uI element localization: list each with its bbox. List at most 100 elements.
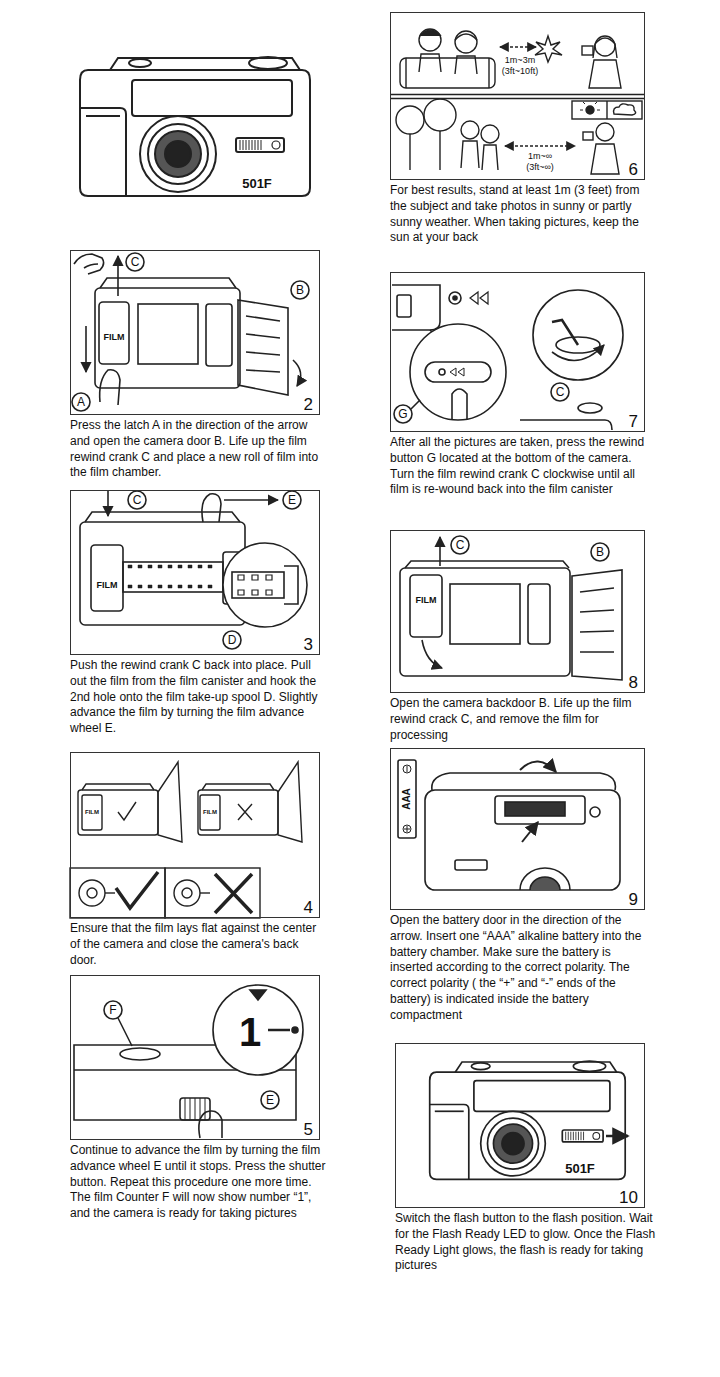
step6-drawing-part	[582, 46, 593, 55]
step8-drawing-part	[591, 543, 609, 561]
step5-drawing-part	[213, 985, 303, 1075]
step5-drawing-part	[250, 990, 266, 1000]
step-caption: For best results, stand at least 1m (3 f…	[390, 183, 652, 246]
step-number: 8	[629, 674, 638, 691]
callout-label: (3ft~10ft)	[502, 67, 538, 76]
step7-drawing-part	[552, 345, 604, 361]
step5-drawing-part	[120, 1048, 160, 1060]
step6-drawing-part	[583, 132, 593, 140]
step6-drawing-part	[481, 125, 499, 143]
step6-drawing-part	[455, 31, 477, 53]
step9-drawing-part	[403, 825, 411, 833]
step-caption: Press the latch A in the direction of th…	[70, 418, 328, 481]
step4-drawing-part	[202, 784, 274, 790]
step4-drawing-part	[105, 892, 115, 893]
callout-label: C	[556, 386, 565, 398]
step2-drawing-part	[206, 304, 232, 366]
step-caption: Continue to advance the film by turning …	[70, 1143, 328, 1222]
step2-drawing-part	[85, 326, 87, 372]
step6-drawing-part	[580, 102, 600, 110]
step7-drawing-part	[439, 369, 445, 375]
step7-drawing-part	[392, 285, 440, 330]
step2-drawing-part	[100, 278, 236, 288]
step2-drawing	[72, 253, 309, 411]
step-number: 5	[304, 1121, 313, 1138]
step-number: 4	[304, 899, 313, 916]
step-caption: Open the battery door in the direction o…	[390, 913, 652, 1024]
step4-drawing	[70, 762, 302, 918]
callout-label: A	[77, 396, 85, 408]
callout-label: FILM	[104, 333, 125, 342]
step4-drawing-part	[82, 784, 154, 790]
step8-drawing-part	[528, 584, 550, 644]
step6-drawing-part	[593, 38, 617, 58]
camera-front-top	[80, 57, 310, 196]
step2-drawing-part	[246, 316, 280, 372]
step7-drawing-part	[394, 405, 412, 423]
step-panel: 9Open the battery door in the direction …	[390, 748, 645, 910]
step9-drawing-part	[403, 765, 411, 773]
step6-drawing-part	[500, 46, 536, 47]
step2-drawing-part	[117, 256, 119, 296]
step6-drawing-part	[420, 30, 441, 36]
step5-drawing-part	[292, 1027, 298, 1033]
step7-drawing-part	[578, 403, 602, 413]
step6-drawing-part	[419, 29, 441, 51]
step4-drawing-part	[278, 762, 302, 842]
step4-drawing-part	[198, 790, 278, 835]
step-panel: 6For best results, stand at least 1m (3 …	[390, 12, 645, 180]
step-number: 9	[629, 891, 638, 908]
step6-drawing-part	[409, 134, 410, 170]
step9-drawing-part	[425, 790, 620, 890]
step8-drawing-part	[422, 640, 442, 668]
step3-drawing	[80, 490, 307, 649]
callout-label: 1	[239, 1012, 261, 1052]
step4-drawing-part	[238, 804, 252, 820]
callout-label: AAA	[402, 788, 412, 810]
step-panel: 2Press the latch A in the direction of t…	[70, 250, 320, 415]
callout-label: C	[133, 494, 142, 506]
step-caption: Ensure that the film lays flat against t…	[70, 921, 328, 968]
step6-drawing-part	[455, 34, 477, 40]
step3-drawing-part	[238, 575, 272, 595]
step-number: 6	[629, 161, 638, 178]
step3-drawing-part	[91, 545, 123, 611]
step8-drawing-part	[439, 537, 441, 566]
step5-drawing-part	[268, 1029, 290, 1032]
step6-drawing	[390, 29, 645, 174]
step9-drawing-part	[455, 860, 487, 870]
step6-drawing-part	[591, 144, 619, 174]
step4-drawing-part	[174, 880, 200, 906]
step5-drawing-part	[261, 1091, 279, 1109]
callout-label: FILM	[85, 809, 99, 815]
step3-drawing-part	[123, 562, 223, 592]
step6-drawing-part	[572, 101, 642, 119]
step2-drawing-part	[238, 300, 288, 395]
step6-drawing-part	[391, 95, 644, 99]
step6-drawing-part	[606, 101, 607, 119]
callout-label: E	[266, 1094, 274, 1106]
step6-drawing-part	[482, 145, 498, 170]
step6-drawing-part	[439, 131, 440, 170]
step4-drawing-part	[82, 795, 102, 830]
step7-drawing-part	[397, 295, 411, 317]
callout-label: F	[109, 1004, 116, 1016]
step6-drawing-part	[505, 145, 575, 146]
step4-drawing-part	[118, 802, 136, 820]
step-number: 3	[304, 636, 313, 653]
step6-drawing-part	[596, 123, 614, 141]
step6-drawing-part	[535, 36, 562, 62]
step-panel: 8Open the camera backdoor B. Life up the…	[390, 530, 645, 693]
step2-drawing-part	[291, 281, 309, 299]
step6-drawing-part	[586, 106, 594, 114]
step4-drawing-part	[215, 874, 252, 913]
step7-drawing	[392, 285, 623, 430]
step4-drawing-part	[158, 762, 182, 842]
step3-drawing-part	[283, 491, 301, 509]
step9-drawing-part	[530, 877, 560, 890]
step3-drawing-part	[224, 499, 278, 501]
step4-drawing-part	[182, 888, 192, 898]
step3-drawing-part	[107, 490, 109, 516]
callout-label: 1m~3m	[505, 56, 535, 65]
step3-drawing-part	[284, 566, 298, 604]
